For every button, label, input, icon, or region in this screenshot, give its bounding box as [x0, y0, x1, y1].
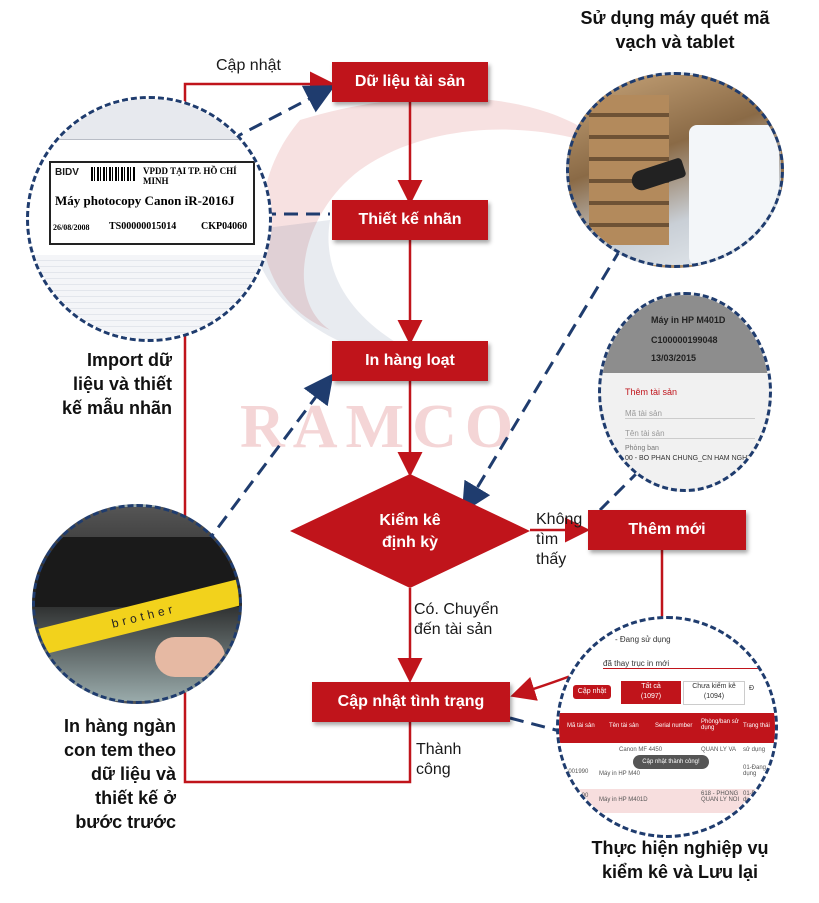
edge-label-yes-move: Có. Chuyển đến tài sản	[414, 601, 499, 638]
node-label-design: Thiết kế nhãn	[332, 200, 488, 240]
toolbar	[29, 99, 269, 140]
col-name: Tên tài sản	[609, 723, 639, 729]
mobile-add-form: Máy in HP M401D C100000199048 13/03/2015…	[598, 292, 772, 492]
office-text: VPDD TẠI TP. HỒ CHÍ MINH	[143, 166, 237, 186]
mobile-header	[601, 295, 769, 373]
node-asset-data: Dữ liệu tài sản	[332, 62, 488, 102]
asset-date: 26/08/2008	[53, 223, 90, 232]
watermark-text: RAMCO	[240, 393, 522, 461]
asset-name: Máy photocopy Canon iR-2016J	[55, 193, 235, 208]
dash-printer-print	[203, 373, 334, 546]
tab-more[interactable]: Đ	[749, 685, 755, 692]
node-periodic-audit-diamond	[290, 474, 530, 588]
asset-code: TS00000015014	[109, 221, 177, 232]
col-code: Mã tài sản	[567, 723, 595, 729]
asset-name-field[interactable]: Tên tài sản	[625, 429, 755, 439]
col-serial: Serial number	[655, 723, 693, 729]
success-toast: Cập nhật thành công!	[633, 755, 709, 769]
dash-scanner-audit	[461, 229, 634, 514]
edge-update-loop	[183, 71, 412, 784]
edge-label-notfound: Không tìm thấy	[536, 511, 583, 568]
tablet-inventory-table: - Đang sử dụng đã thay trục in mới Cập n…	[556, 616, 778, 838]
bank-logo: BIDV	[55, 167, 79, 178]
caption-scanner: Sử dụng máy quét mã vạch và tablet	[580, 8, 770, 52]
mobile-top3: 13/03/2015	[651, 353, 697, 363]
asset-ckp: CKP04060	[201, 221, 248, 232]
row3-dept: 618 - PHONG QUAN LY NOI	[701, 791, 740, 803]
row1-name: Canon MF 4450	[619, 747, 663, 753]
label-design-screenshot: BIDV VPDD TẠI TP. HỒ CHÍ MINH Máy photoc…	[26, 96, 272, 342]
tab-all[interactable]: Tất cả (1097)	[621, 681, 681, 704]
node-status-update: Cập nhật tình trạng	[312, 682, 510, 722]
worker-shirt	[689, 125, 779, 265]
barcode	[91, 167, 135, 181]
row3-name: Máy in HP M401D	[599, 797, 648, 803]
note-input[interactable]: đã thay trục in mới	[603, 659, 763, 669]
dash-import-data	[229, 85, 336, 142]
edge-label-success: Thành công	[416, 741, 462, 778]
hand	[155, 637, 225, 677]
row1-status: sử dụng	[743, 747, 766, 753]
row1-dept: QUAN LY VA	[701, 747, 737, 753]
table-header	[559, 713, 775, 743]
edge-label-update: Cập nhật	[216, 57, 281, 74]
mobile-top2: C100000199048	[651, 335, 718, 345]
row2-name: Máy in HP M40	[599, 771, 640, 777]
row3-bg	[559, 789, 775, 813]
row2-status: 01-Đang sử dụng	[743, 765, 775, 777]
col-status: Trạng thái	[743, 723, 770, 729]
col-dept: Phòng/ban sử dụng	[701, 719, 739, 731]
row3-code: 0001990	[565, 793, 589, 799]
label-printer-photo: brother	[32, 504, 242, 704]
department-label: Phòng ban	[625, 445, 659, 452]
asset-code-field[interactable]: Mã tài sản	[625, 409, 755, 419]
node-periodic-audit-label: Kiểm kê định kỳ	[379, 512, 441, 551]
scanner-photo	[566, 72, 784, 268]
node-mass-print: In hàng loạt	[332, 341, 488, 381]
label-preview: BIDV VPDD TẠI TP. HỒ CHÍ MINH Máy photoc…	[49, 161, 255, 245]
mobile-top1: Máy in HP M401D	[651, 315, 726, 325]
tablet-status: - Đang sử dụng	[615, 635, 671, 644]
form-title: Thêm tài sản	[625, 387, 678, 397]
dash-mobile-add	[598, 468, 642, 512]
row2-code: 0001990	[565, 769, 589, 775]
caption-operation: Thực hiện nghiệp vụ kiểm kê và Lưu lại	[591, 838, 769, 882]
row3-status: 01-Đang sử dụng	[743, 791, 775, 803]
tab-pending[interactable]: Chưa kiểm kê (1094)	[683, 681, 745, 705]
update-button[interactable]: Cập nhật	[573, 685, 611, 699]
caption-import: Import dữ liệu và thiết kế mẫu nhãn	[61, 350, 172, 418]
data-grid	[35, 255, 269, 339]
department-field[interactable]: 00 - BO PHAN CHUNG_CN HAM NGHI	[625, 455, 750, 462]
caption-mass-print: In hàng ngàn con tem theo dữ liệu và thi…	[63, 716, 176, 832]
node-add-new: Thêm mới	[588, 510, 746, 550]
